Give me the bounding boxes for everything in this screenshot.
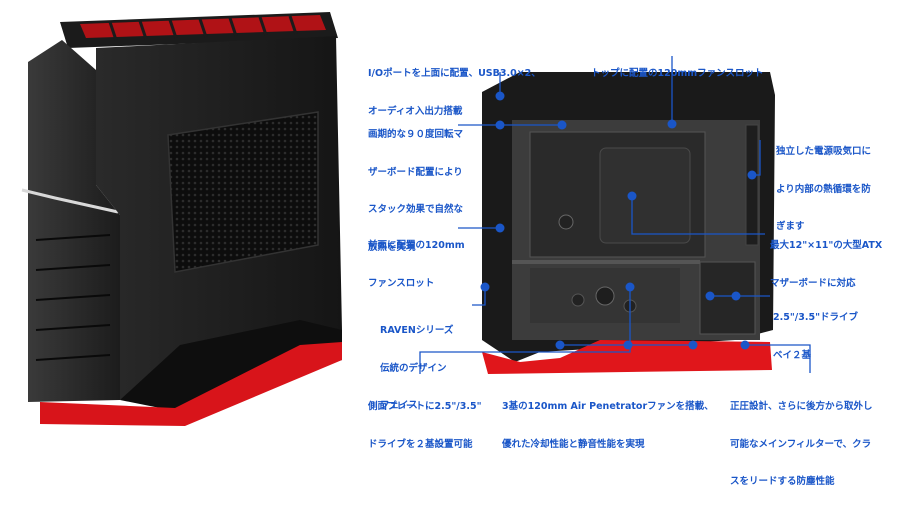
callout-dots (480, 91, 757, 350)
callout-raven-face: RAVENシリーズ 伝統のデザイン フェイス (380, 300, 453, 438)
callout-line: トップに配置の120mmファンスロット (591, 68, 764, 79)
callout-io-ports: I/Oポートを上面に配置、USB3.0×2、 オーディオ入出力搭載 (368, 43, 541, 143)
connector-atx-board (631, 196, 765, 235)
callout-rotated-board: 画期的な９０度回転マ ザーボード配置により スタック効果で自然な 放熱を実現 (368, 104, 463, 279)
callout-atx-board: 最大12"×11"の大型ATX マザーボードに対応 (770, 215, 882, 315)
callout-psu-intake: 独立した電源吸気口に より内部の熱循環を防 ぎます (776, 121, 871, 259)
case-interior-illustration (482, 72, 775, 374)
callout-line: 3基の120mm Air Penetratorファンを搭載、 (502, 401, 714, 412)
case-lower-shell (120, 320, 342, 410)
case-top-vent (60, 12, 338, 48)
callout-line: 可能なメインフィルターで、クラ (730, 438, 872, 450)
callout-line: より内部の熱循環を防 (776, 183, 871, 195)
callout-line: ぎます (776, 221, 805, 232)
connector-raven-face (472, 287, 486, 306)
callout-line: 側面プレートに2.5"/3.5" (368, 401, 482, 412)
callout-line: 前面に配置の120mm (368, 240, 465, 251)
callout-connectors (419, 56, 811, 374)
connector-positive-pressure (745, 344, 811, 373)
product-feature-image: I/Oポートを上面に配置、USB3.0×2、 オーディオ入出力搭載 画期的な９０… (21, 12, 882, 487)
motherboard-cutout (599, 147, 691, 244)
callout-line: ファンスロット (368, 277, 435, 289)
callout-line: I/Oポートを上面に配置、USB3.0×2、 (368, 68, 541, 79)
front-fins (35, 234, 111, 361)
callout-line: フェイス (380, 400, 418, 411)
psu-intake-slot (745, 124, 759, 246)
connector-side-drive (419, 287, 631, 374)
callout-line: マザーボードに対応 (770, 277, 856, 289)
callout-line: RAVENシリーズ (380, 325, 454, 336)
callout-line: 正圧設計、さらに後方から取外し (730, 401, 873, 412)
case-front-panel (28, 40, 120, 402)
callout-line: 放熱を実現 (368, 241, 416, 253)
callout-line: 伝統のデザイン (380, 362, 447, 374)
case-red-base (40, 342, 342, 426)
callout-line: ドライブを２基設置可能 (368, 438, 473, 450)
lower-fan-shelf (512, 260, 700, 323)
callout-side-drive: 側面プレートに2.5"/3.5" ドライブを２基設置可能 (368, 376, 482, 476)
callout-line: 2.5"/3.5"ドライブ (773, 312, 859, 323)
callout-front-fan: 前面に配置の120mm ファンスロット (368, 215, 465, 315)
callout-line: ザーボード配置により (368, 166, 463, 178)
callout-drive-bay: 2.5"/3.5"ドライブ ベイ２基 (773, 287, 858, 387)
callout-air-penetrator: 3基の120mm Air Penetratorファンを搭載、 優れた冷却性能と静… (502, 376, 714, 476)
interior-red-base (482, 340, 772, 374)
callout-positive-pressure: 正圧設計、さらに後方から取外し 可能なメインフィルターで、クラ スをリードする防… (730, 376, 873, 514)
raven-silver-trim (21, 188, 119, 214)
callout-line: 最大12"×11"の大型ATX (770, 240, 883, 251)
case-exterior-illustration (21, 12, 342, 426)
callout-line: 独立した電源吸気口に (776, 146, 872, 157)
callout-line: 画期的な９０度回転マ (368, 129, 464, 140)
callout-line: 優れた冷却性能と静音性能を実現 (502, 438, 645, 450)
callout-line: ベイ２基 (773, 349, 812, 361)
side-window-mesh (167, 111, 319, 273)
callout-line: スをリードする防塵性能 (730, 476, 835, 487)
connector-psu-intake (752, 140, 761, 176)
callout-top-fan: トップに配置の120mmファンスロット (591, 43, 763, 106)
callout-line: スタック効果で自然な (368, 204, 464, 215)
callout-line: オーディオ入出力搭載 (368, 105, 463, 117)
